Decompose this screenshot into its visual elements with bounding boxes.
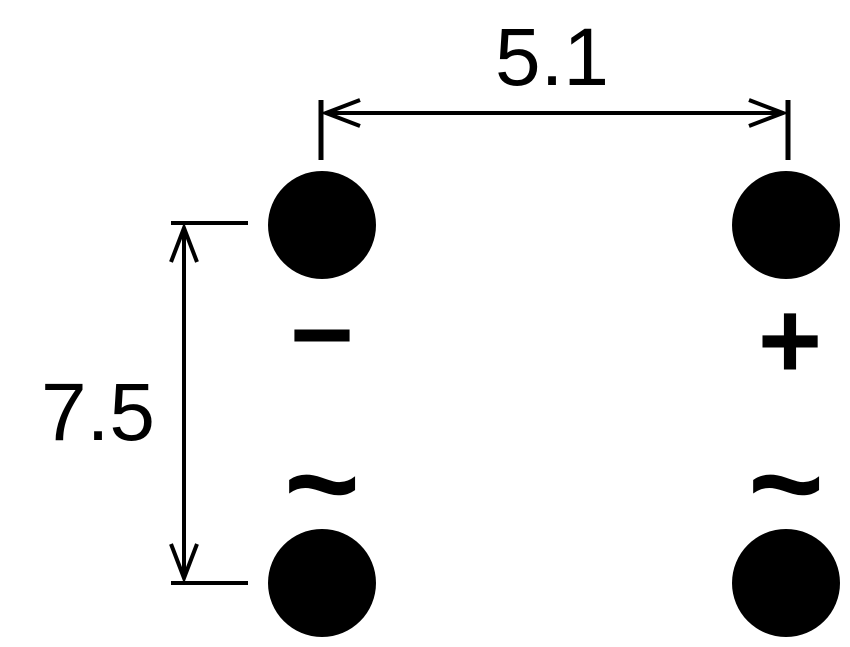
pin-label-ac-left: ~ [284,410,360,556]
vertical-dimension-label: 7.5 [41,367,155,458]
vertical-arrowhead-top [169,222,199,263]
vertical-arrowhead-bottom [169,543,199,584]
pin-label-ac-right: ~ [748,410,824,556]
pin-pad-bottom-right [732,529,840,637]
pin-pad-top-left [268,171,376,279]
pin-pad-top-right [732,171,840,279]
pin-label-positive: + [758,279,822,402]
pin-label-negative: − [290,273,354,396]
horizontal-arrowhead-right [748,98,789,128]
horizontal-arrowhead-left [320,98,361,128]
vertical-dimension: 7.5 [41,221,248,585]
pin-pad-bottom-left [268,529,376,637]
horizontal-dimension-label: 5.1 [495,12,609,103]
horizontal-dimension: 5.1 [318,12,791,160]
